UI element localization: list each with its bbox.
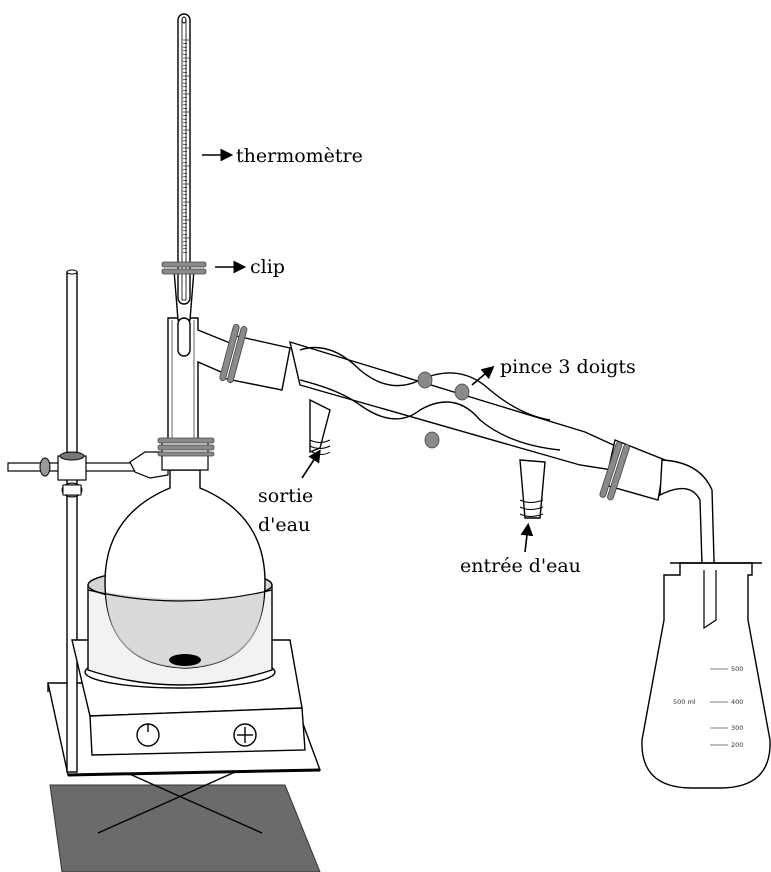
erlenmeyer-flask: 500 ml 500 400 300 200 <box>642 563 770 788</box>
clamp-arm <box>8 452 168 497</box>
label-water-out-line1: sortie <box>258 485 313 507</box>
mark-300: 300 <box>731 724 743 732</box>
label-clamp: pince 3 doigts <box>500 356 636 378</box>
round-bottom-flask <box>105 440 265 668</box>
thermometer <box>162 14 206 356</box>
label-water-in: entrée d'eau <box>460 555 581 577</box>
still-head <box>158 318 235 456</box>
arrow-water-in-icon <box>525 526 528 552</box>
lab-jack <box>50 760 320 872</box>
clip-upper <box>162 262 206 267</box>
label-water-out-line2: d'eau <box>258 514 310 536</box>
retort-stand <box>67 270 77 772</box>
arrow-clamp-icon <box>472 368 492 385</box>
mark-200: 200 <box>731 741 743 749</box>
clamp-dot-2 <box>455 384 469 400</box>
water-outlet-tube <box>310 400 330 452</box>
arrow-water-out-icon <box>302 452 319 478</box>
label-thermometer: thermomètre <box>236 145 363 167</box>
label-clip: clip <box>250 256 285 278</box>
mark-400: 400 <box>731 698 743 706</box>
clamp-dot-1 <box>418 372 432 388</box>
clamp-dot-3 <box>425 432 439 448</box>
flask-volume-text: 500 ml <box>673 698 696 706</box>
mark-500: 500 <box>731 665 743 673</box>
clip-lower <box>158 438 214 443</box>
joint-left <box>219 324 290 390</box>
